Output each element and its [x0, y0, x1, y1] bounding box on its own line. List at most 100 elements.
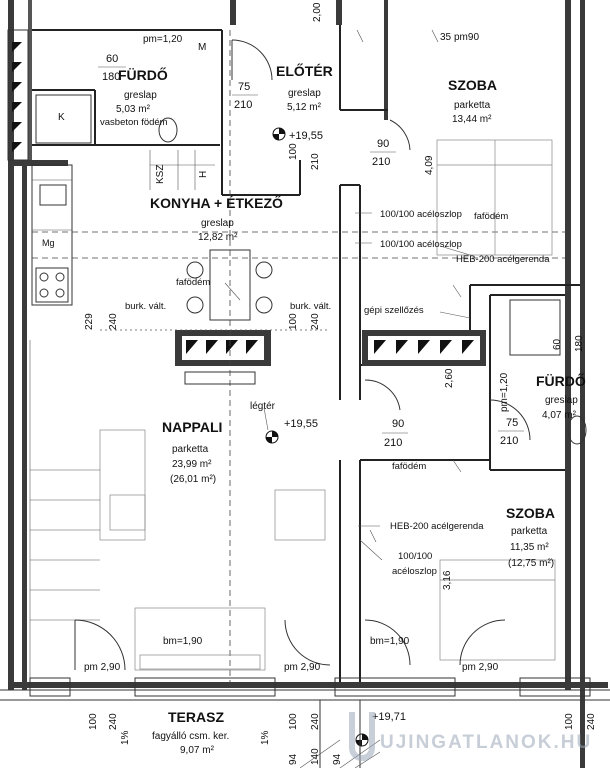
label-h: H	[198, 171, 209, 178]
label-pm290-b: pm 2,90	[284, 662, 321, 673]
dim-210a: 210	[234, 99, 252, 111]
label-pm290-a: pm 2,90	[84, 662, 121, 673]
label-acel2: 100/100 acéloszlop	[380, 239, 462, 250]
kitchen-fittings	[31, 150, 215, 306]
dim-210e: 210	[384, 437, 402, 449]
dim-100c: 100	[88, 713, 99, 730]
dining-table	[186, 249, 273, 321]
level-marker-2	[265, 430, 279, 444]
dim-60b: 60	[552, 338, 563, 350]
level-marker-3	[355, 733, 369, 747]
room-floor-szoba1: parketta	[454, 100, 491, 111]
dim-240d: 240	[310, 713, 321, 730]
label-fafodem-kitchen: fafödém	[176, 277, 210, 288]
label-acel3b: acéloszlop	[392, 566, 437, 577]
room-area2-nappali: (26,01 m²)	[170, 474, 216, 485]
exterior-walls	[8, 0, 608, 768]
room-area-szoba2: 11,35 m²	[510, 542, 549, 553]
level-label-3: +19,71	[372, 711, 406, 723]
room-name-terasz: TERASZ	[168, 709, 224, 725]
reference-lines	[32, 30, 565, 690]
room-floor-furdo2: greslap	[545, 395, 578, 406]
label-gepi: gépi szellőzés	[364, 305, 424, 316]
dim-140: 140	[310, 748, 321, 765]
room-area-szoba1: 13,44 m²	[452, 114, 492, 125]
room-name-furdo1: FÜRDŐ	[118, 66, 168, 83]
dim-35: 35	[440, 32, 452, 43]
room-floor-terasz: fagyálló csm. ker.	[152, 731, 229, 742]
label-acel1: 100/100 acéloszlop	[380, 209, 462, 220]
level-label-1: +19,55	[289, 130, 323, 142]
room-floor-szoba2: parketta	[511, 526, 548, 537]
room-area-terasz: 9,07 m²	[180, 745, 215, 756]
label-fafodem-room: fafödém	[474, 211, 508, 222]
label-acel3a: 100/100	[398, 551, 432, 562]
bed-room2	[439, 559, 556, 661]
bed-room1	[436, 139, 553, 256]
room-area-furdo2: 4,07 m²	[542, 410, 577, 421]
dim-75b: 75	[506, 417, 518, 429]
door-swings	[74, 39, 531, 671]
room-area-eloter: 5,12 m²	[287, 102, 322, 113]
label-burk2: burk. vált.	[290, 301, 331, 312]
room-floor-nappali: parketta	[172, 444, 209, 455]
room-name-szoba2: SZOBA	[506, 505, 555, 521]
room-floor-furdo1: greslap	[124, 90, 157, 101]
room-name-szoba1: SZOBA	[448, 77, 497, 93]
dim-75a: 75	[238, 81, 250, 93]
dim-229: 229	[84, 313, 95, 330]
room-floor-konyha: greslap	[201, 218, 234, 229]
level-label-2: +19,55	[284, 418, 318, 430]
dim-240a: 240	[108, 313, 119, 330]
living-furniture	[29, 340, 326, 682]
label-heb200-top: HEB-200 acélgerenda	[456, 254, 550, 265]
bathroom-fixtures	[35, 94, 587, 445]
dim-240c: 240	[108, 713, 119, 730]
dim-210c: 210	[310, 153, 321, 170]
dim-180b: 180	[574, 335, 585, 352]
label-bm190-left: bm=1,90	[163, 636, 203, 647]
room-area-furdo1: 5,03 m²	[116, 104, 151, 115]
dim-240b: 240	[310, 313, 321, 330]
watermark-logo	[349, 712, 375, 761]
label-pm120-side: pm=1,20	[499, 372, 510, 412]
label-burk1: burk. vált.	[125, 301, 166, 312]
room-name-furdo2: FÜRDŐ	[536, 372, 586, 389]
dim-180: 180	[102, 71, 120, 83]
room-name-konyha: KONYHA + ÉTKEZŐ	[150, 194, 283, 211]
label-fafodem-mid: fafödém	[392, 461, 426, 472]
chimney-block-left	[175, 330, 271, 366]
label-k: K	[58, 112, 65, 123]
room-floor-eloter: greslap	[288, 88, 321, 99]
stair-triangles	[7, 29, 29, 161]
label-bm190-right: bm=1,90	[370, 636, 410, 647]
dim-100e: 100	[564, 713, 575, 730]
chimney-block-right	[362, 330, 486, 366]
label-pm90: pm90	[454, 32, 479, 43]
label-m: M	[198, 42, 206, 53]
dim-100a: 100	[288, 143, 299, 160]
dim-94b: 94	[332, 753, 343, 765]
room-area-nappali: 23,99 m²	[172, 459, 212, 470]
dim-200: 2,00	[312, 2, 323, 22]
label-mg: Mg	[42, 238, 55, 248]
room-name-nappali: NAPPALI	[162, 419, 222, 435]
label-legter: légtér	[250, 401, 276, 412]
label-pm290-c: pm 2,90	[462, 662, 499, 673]
label-ksz: KSZ	[155, 165, 166, 184]
dim-94a: 94	[288, 753, 299, 765]
dim-100b: 100	[288, 313, 299, 330]
label-vasbeton: vasbeton födém	[100, 117, 168, 128]
dim-pct2: 1%	[260, 730, 271, 745]
dim-409: 4,09	[424, 155, 435, 175]
level-marker-1	[272, 127, 286, 141]
watermark-text: UJINGATLANOK.HU	[380, 732, 592, 753]
dim-210b: 210	[372, 156, 390, 168]
room-area-konyha: 12,82 m²	[198, 232, 238, 243]
room-name-eloter: ELŐTÉR	[276, 62, 333, 79]
dim-260: 2,60	[444, 368, 455, 388]
dimension-ticks	[356, 29, 462, 543]
dim-90b: 90	[392, 418, 404, 430]
dim-240e: 240	[586, 713, 597, 730]
